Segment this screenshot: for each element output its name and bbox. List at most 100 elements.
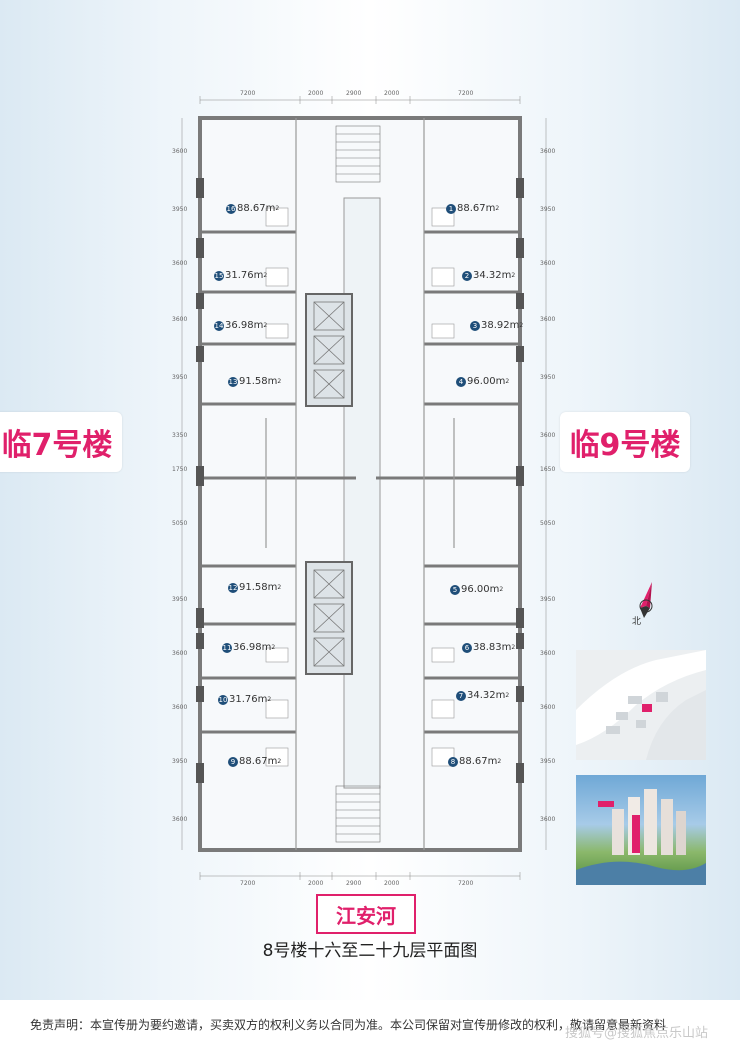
dim-left-11: 3600	[172, 704, 188, 711]
dim-right-11: 3600	[540, 704, 556, 711]
unit-area-sup: 2	[277, 378, 282, 385]
unit-number-badge: 7	[456, 690, 466, 701]
dim-top-5: 7200	[458, 90, 474, 97]
dim-bottom-3: 2900	[346, 880, 362, 887]
unit-area-sup: 2	[271, 644, 276, 651]
unit-number-badge: 3	[470, 320, 480, 331]
unit-area: 96.00m	[467, 376, 506, 387]
unit-area: 91.58m	[239, 582, 278, 593]
dim-left-7: 1750	[172, 466, 188, 473]
dim-left-10: 3600	[172, 650, 188, 657]
unit-area: 38.92m	[481, 320, 520, 331]
site-map-drawing	[576, 650, 706, 760]
unit-number-badge: 4	[456, 376, 466, 387]
unit-number-badge: 13	[228, 376, 238, 387]
dim-left-13: 3600	[172, 816, 188, 823]
dim-right-6: 3600	[540, 432, 556, 439]
unit-area: 88.67m	[459, 756, 498, 767]
building-render-thumbnail	[576, 775, 706, 885]
dim-right-2: 3950	[540, 206, 556, 213]
unit-area-sup: 2	[277, 584, 282, 591]
dim-right-10: 3600	[540, 650, 556, 657]
unit-area-sup: 2	[277, 758, 282, 765]
unit-number-badge: 2	[462, 270, 472, 281]
unit-area: 38.83m	[473, 642, 512, 653]
unit-area: 96.00m	[461, 584, 500, 595]
unit-number-badge: 11	[222, 642, 232, 653]
unit-area-sup: 2	[519, 322, 524, 329]
dim-top-4: 2000	[384, 90, 400, 97]
unit-number-badge: 8	[448, 756, 458, 767]
dim-left-5: 3950	[172, 374, 188, 381]
dim-right-12: 3950	[540, 758, 556, 765]
dim-top-1: 7200	[240, 90, 256, 97]
unit-number-badge: 15	[214, 270, 224, 281]
dim-right-13: 3600	[540, 816, 556, 823]
unit-number-badge: 1	[446, 203, 456, 214]
dim-bottom-1: 7200	[240, 880, 256, 887]
dim-right-1: 3600	[540, 148, 556, 155]
unit-area-sup: 2	[495, 205, 500, 212]
unit-area-sup: 2	[263, 322, 268, 329]
dim-right-8: 5050	[540, 520, 556, 527]
unit-number-badge: 6	[462, 642, 472, 653]
unit-area: 31.76m	[229, 694, 268, 705]
floor-plan: 7200 2000 2900 2000 7200 7200 2000 2900 …	[172, 88, 556, 888]
dim-left-3: 3600	[172, 260, 188, 267]
dim-left-8: 5050	[172, 520, 188, 527]
dim-left-12: 3950	[172, 758, 188, 765]
site-map-thumbnail	[576, 650, 706, 760]
dim-right-4: 3600	[540, 316, 556, 323]
dim-top-3: 2900	[346, 90, 362, 97]
dim-left-4: 3600	[172, 316, 188, 323]
adjacent-building-right: 临9号楼	[560, 412, 690, 472]
unit-area-sup: 2	[497, 758, 502, 765]
unit-area: 34.32m	[467, 690, 506, 701]
adjacent-building-left: 临7号楼	[0, 412, 122, 472]
dim-left-1: 3600	[172, 148, 188, 155]
unit-area: 91.58m	[239, 376, 278, 387]
unit-area-sup: 2	[505, 378, 510, 385]
dim-top-2: 2000	[308, 90, 324, 97]
page-title: 8号楼十六至二十九层平面图	[262, 941, 478, 961]
dim-bottom-4: 2000	[384, 880, 400, 887]
floor-plan-drawing	[181, 96, 547, 880]
dim-right-5: 3950	[540, 374, 556, 381]
unit-area: 36.98m	[233, 642, 272, 653]
compass-icon: 北	[632, 582, 653, 627]
dim-bottom-5: 7200	[458, 880, 474, 887]
unit-number-badge: 5	[450, 584, 460, 595]
render-drawing	[576, 789, 706, 885]
unit-area-sup: 2	[499, 586, 504, 593]
unit-area-sup: 2	[511, 644, 516, 651]
dim-left-9: 3950	[172, 596, 188, 603]
unit-number-badge: 16	[226, 203, 236, 214]
unit-number-badge: 14	[214, 320, 224, 331]
watermark-text: 搜狐号@搜狐焦点乐山站	[565, 1026, 709, 1041]
unit-number-badge: 9	[228, 756, 238, 767]
unit-area: 88.67m	[237, 203, 276, 214]
footer	[0, 1000, 740, 1047]
unit-area: 88.67m	[457, 203, 496, 214]
disclaimer-text: 免责声明：本宣传册为要约邀请，买卖双方的权利义务以合同为准。本公司保留对宣传册修…	[30, 1018, 667, 1032]
unit-area-sup: 2	[275, 205, 280, 212]
unit-area-sup: 2	[511, 272, 516, 279]
unit-area-sup: 2	[505, 692, 510, 699]
dim-right-7: 1650	[540, 466, 556, 473]
unit-area: 88.67m	[239, 756, 278, 767]
dim-left-2: 3950	[172, 206, 188, 213]
